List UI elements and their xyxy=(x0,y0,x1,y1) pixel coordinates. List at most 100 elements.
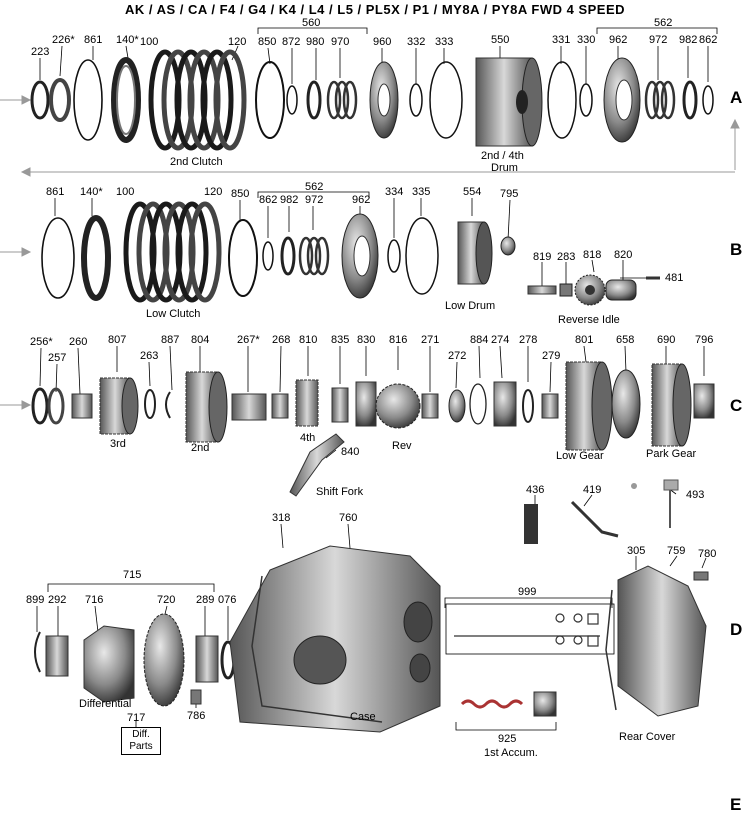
caption-rear-cover: Rear Cover xyxy=(619,731,676,743)
caption-differential: Differential xyxy=(79,698,132,710)
part-690: 690 xyxy=(657,334,676,346)
part-481: 481 xyxy=(665,272,684,284)
part-140-b: 140* xyxy=(80,186,103,198)
part-840: 840 xyxy=(341,446,360,458)
row-label-b: B xyxy=(730,240,743,259)
caption-case: Case xyxy=(350,711,376,723)
part-223: 223 xyxy=(31,46,50,58)
part-292: 292 xyxy=(48,594,67,606)
part-887: 887 xyxy=(161,334,180,346)
part-759: 759 xyxy=(667,545,686,557)
row-d-parts xyxy=(34,545,709,733)
part-283: 283 xyxy=(557,251,576,263)
part-820: 820 xyxy=(614,249,633,261)
part-289: 289 xyxy=(196,594,215,606)
part-140: 140* xyxy=(116,34,139,46)
part-850: 850 xyxy=(258,36,277,48)
flow-arrows xyxy=(0,95,740,410)
part-318: 318 xyxy=(272,512,291,524)
part-960: 960 xyxy=(373,36,392,48)
part-972-b: 972 xyxy=(305,194,324,206)
part-796: 796 xyxy=(695,334,714,346)
row-label-c: C xyxy=(730,396,743,415)
row-label-d: D xyxy=(730,620,743,639)
part-268: 268 xyxy=(272,334,291,346)
caption-drum-line2: Drum xyxy=(491,162,518,174)
part-795: 795 xyxy=(500,188,519,200)
part-861: 861 xyxy=(84,34,103,46)
part-830: 830 xyxy=(357,334,376,346)
part-260: 260 xyxy=(69,336,88,348)
part-100: 100 xyxy=(140,36,159,48)
part-278: 278 xyxy=(519,334,538,346)
part-333: 333 xyxy=(435,36,454,48)
row-a-parts xyxy=(30,49,714,151)
part-120: 120 xyxy=(228,36,247,48)
caption-park-gear: Park Gear xyxy=(646,448,697,460)
part-256: 256* xyxy=(30,336,53,348)
part-962-b: 962 xyxy=(352,194,371,206)
part-980: 980 xyxy=(306,36,325,48)
part-493: 493 xyxy=(686,489,705,501)
part-816: 816 xyxy=(389,334,408,346)
part-862: 862 xyxy=(699,34,718,46)
part-835: 835 xyxy=(331,334,350,346)
part-272: 272 xyxy=(448,350,467,362)
caption-2nd: 2nd xyxy=(191,442,210,454)
part-925: 925 xyxy=(498,733,517,745)
part-263: 263 xyxy=(140,350,159,362)
part-760: 760 xyxy=(339,512,358,524)
part-862-b: 862 xyxy=(259,194,278,206)
part-810: 810 xyxy=(299,334,318,346)
part-335: 335 xyxy=(412,186,431,198)
part-331: 331 xyxy=(552,34,571,46)
part-271: 271 xyxy=(421,334,440,346)
caption-low-drum: Low Drum xyxy=(445,300,496,312)
part-330: 330 xyxy=(577,34,596,46)
diff-parts-line2: Parts xyxy=(129,741,153,752)
part-999: 999 xyxy=(518,586,537,598)
part-550: 550 xyxy=(491,34,510,46)
caption-rev: Rev xyxy=(392,440,412,452)
part-332: 332 xyxy=(407,36,426,48)
caption-3rd: 3rd xyxy=(110,438,126,450)
part-419: 419 xyxy=(583,484,602,496)
part-562: 562 xyxy=(654,17,673,29)
part-334: 334 xyxy=(385,186,404,198)
diff-parts-line1: Diff. xyxy=(132,729,150,740)
caption-shift-fork: Shift Fork xyxy=(316,486,364,498)
part-076: 076 xyxy=(218,594,237,606)
part-720: 720 xyxy=(157,594,176,606)
part-562-b: 562 xyxy=(305,181,324,193)
caption-low-clutch: Low Clutch xyxy=(146,308,201,320)
part-226: 226* xyxy=(52,34,75,46)
part-279: 279 xyxy=(542,350,561,362)
part-715: 715 xyxy=(123,569,142,581)
part-554: 554 xyxy=(463,186,482,198)
leader-lines xyxy=(36,27,718,731)
part-982: 982 xyxy=(679,34,698,46)
part-899: 899 xyxy=(26,594,45,606)
part-120-b: 120 xyxy=(204,186,223,198)
row-b-parts xyxy=(41,201,660,306)
diagram-title: AK / AS / CA / F4 / G4 / K4 / L4 / L5 / … xyxy=(124,2,626,17)
caption-1st-accum: 1st Accum. xyxy=(484,747,538,759)
row-label-e: E xyxy=(730,795,742,814)
part-970: 970 xyxy=(331,36,350,48)
part-807: 807 xyxy=(108,334,127,346)
part-257: 257 xyxy=(48,352,67,364)
caption-drum-line1: 2nd / 4th xyxy=(481,150,524,162)
part-786: 786 xyxy=(187,710,206,722)
part-972: 972 xyxy=(649,34,668,46)
part-436: 436 xyxy=(526,484,545,496)
caption-low-gear: Low Gear xyxy=(556,450,604,462)
part-804: 804 xyxy=(191,334,210,346)
diff-parts-box: Diff. Parts xyxy=(121,727,161,755)
part-861-b: 861 xyxy=(46,186,65,198)
part-884: 884 xyxy=(470,334,489,346)
part-819: 819 xyxy=(533,251,552,263)
part-962: 962 xyxy=(609,34,628,46)
part-274: 274 xyxy=(491,334,510,346)
